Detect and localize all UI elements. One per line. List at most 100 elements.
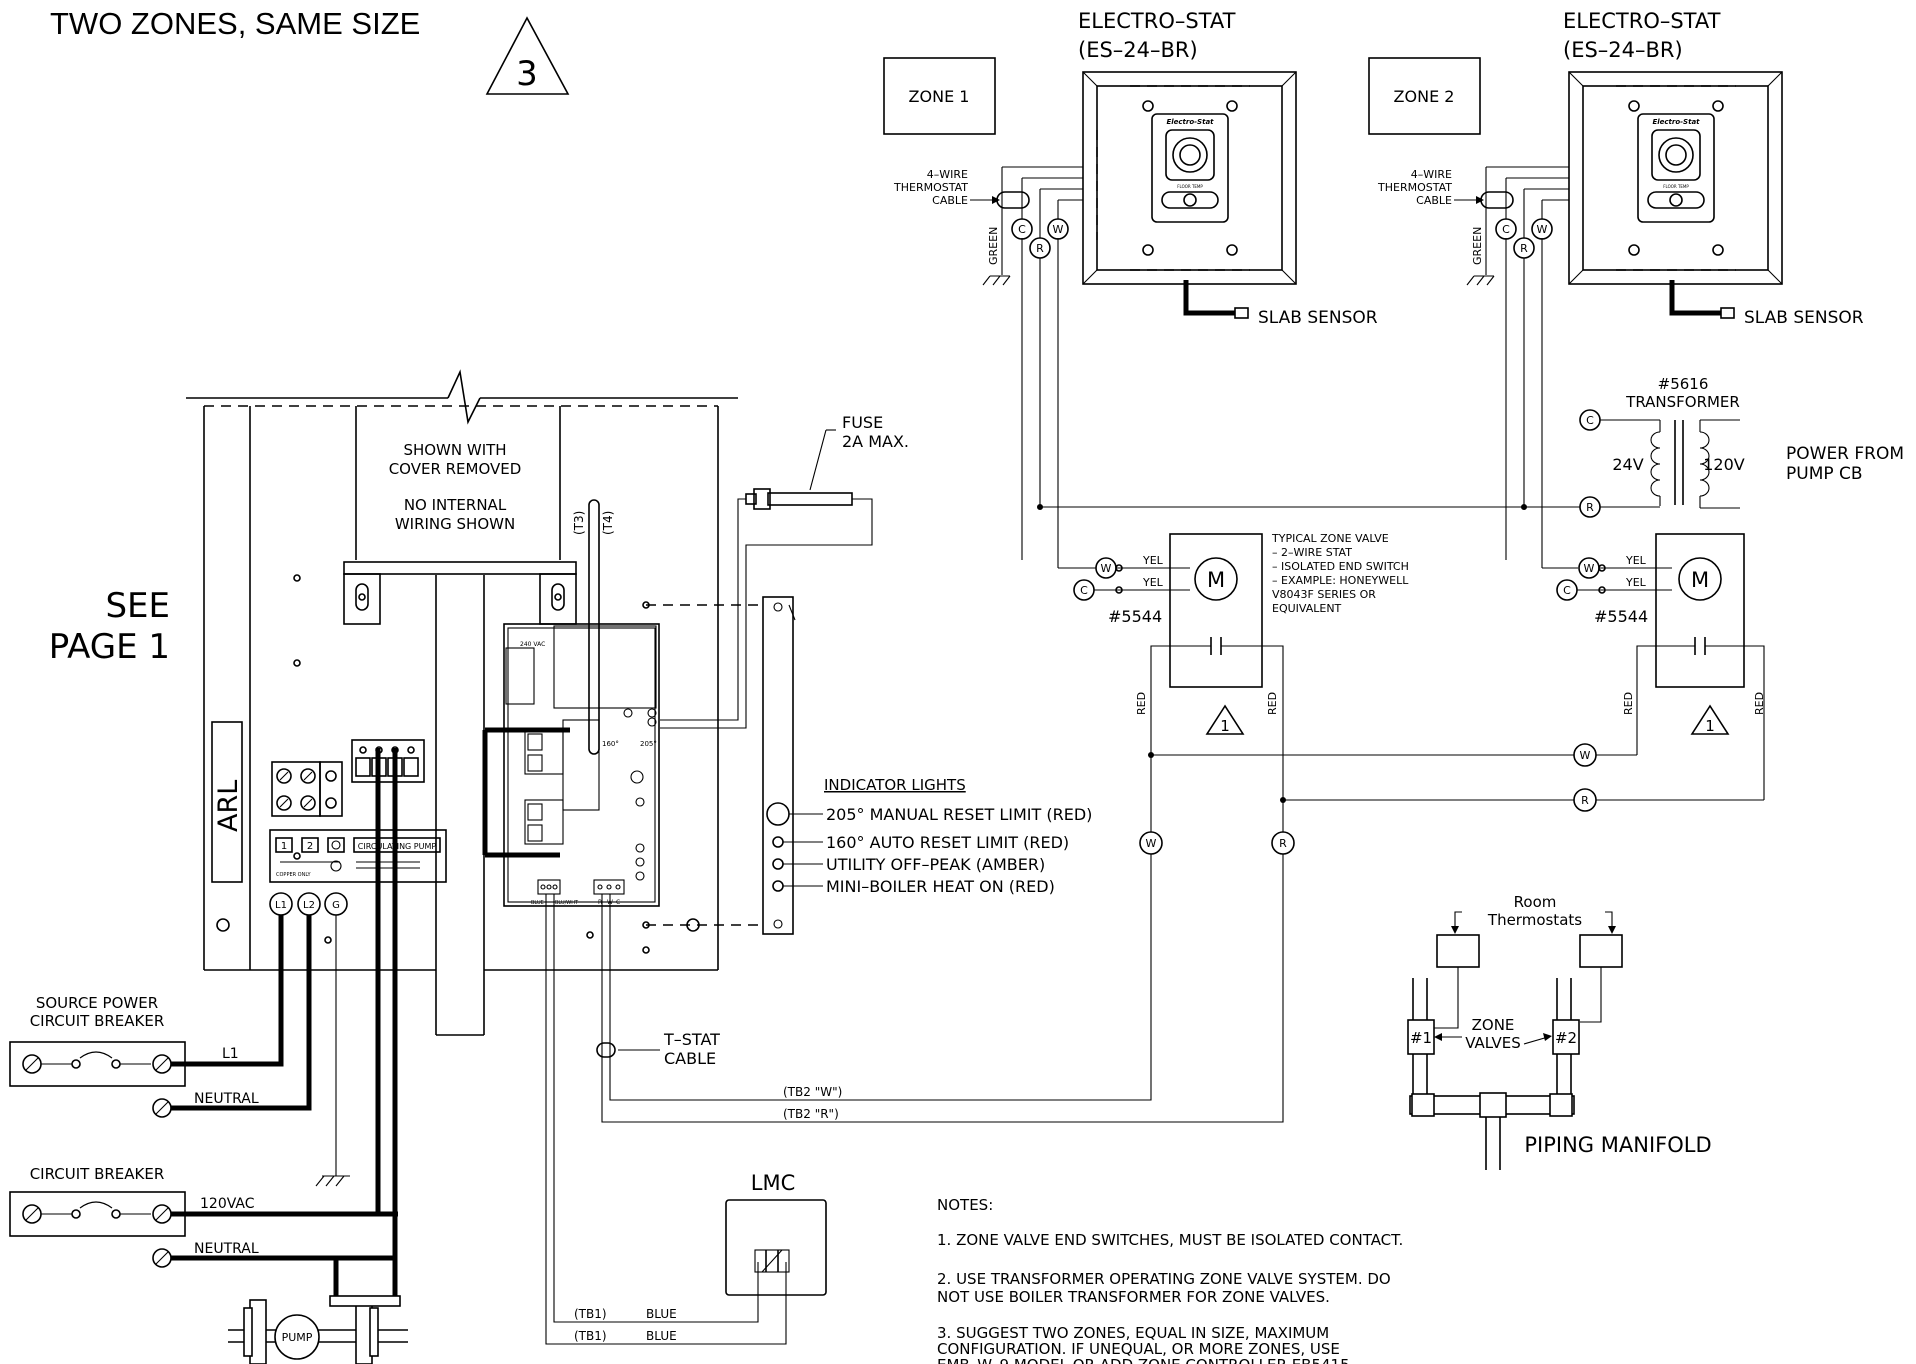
svg-text:2A MAX.: 2A MAX. — [842, 432, 909, 451]
zone-2-label: ZONE 2 — [1394, 87, 1455, 106]
note-3: 3. SUGGEST TWO ZONES, EQUAL IN SIZE, MAX… — [937, 1324, 1329, 1342]
svg-text:RED: RED — [1753, 692, 1766, 715]
svg-text:BLUE: BLUE — [646, 1307, 677, 1321]
power-from-pump-cb: POWER FROM — [1786, 444, 1904, 464]
svg-text:205°: 205° — [640, 740, 657, 748]
svg-text:YEL: YEL — [1625, 576, 1647, 589]
tb2-r-label: (TB2 "R") — [783, 1107, 839, 1121]
indicator-160-auto: 160° AUTO RESET LIMIT (RED) — [826, 833, 1069, 852]
svg-text:W: W — [1580, 749, 1591, 762]
svg-text:R: R — [1036, 242, 1044, 255]
svg-text:ZONE: ZONE — [1472, 1016, 1515, 1034]
svg-text:– ISOLATED END SWITCH: – ISOLATED END SWITCH — [1272, 560, 1409, 573]
neutral-label-1: NEUTRAL — [194, 1091, 259, 1107]
svg-text:L1: L1 — [275, 900, 287, 911]
svg-text:RED: RED — [1266, 692, 1279, 715]
svg-text:CONFIGURATION. IF UNEQUAL, OR: CONFIGURATION. IF UNEQUAL, OR MORE ZONES… — [937, 1340, 1340, 1358]
control-board: 240 VAC 160° 205° BLUE BLU/WHT R W C — [482, 623, 660, 907]
svg-text:24V: 24V — [1612, 455, 1643, 474]
pump-circuit-breaker — [9, 1191, 186, 1237]
svg-text:CIRCUIT BREAKER: CIRCUIT BREAKER — [30, 1012, 165, 1030]
svg-text:4–WIRE: 4–WIRE — [1411, 168, 1452, 181]
electrostat-zone-1: ELECTRO–STAT (ES–24–BR) Electro-Stat FLO… — [1078, 9, 1378, 328]
svg-text:THERMOSTAT: THERMOSTAT — [893, 181, 968, 194]
tstat-cable-label: T–STAT — [663, 1030, 720, 1049]
electrostat-2-line1: ELECTRO–STAT — [1563, 9, 1721, 33]
svg-text:LMC: LMC — [751, 1171, 795, 1195]
svg-text:W: W — [1101, 562, 1112, 575]
svg-text:M: M — [1691, 568, 1709, 592]
svg-text:R: R — [1586, 501, 1594, 514]
svg-text:YEL: YEL — [1625, 554, 1647, 567]
notes-title: NOTES: — [937, 1196, 993, 1214]
svg-text:#5544: #5544 — [1594, 607, 1648, 626]
t3-label: (T3) — [572, 511, 586, 535]
green-wire-2: GREEN — [1471, 227, 1484, 265]
lmc-relay: LMC — [725, 1171, 827, 1296]
tb1-label-1: (TB1) — [574, 1307, 607, 1321]
svg-text:PUMP CB: PUMP CB — [1786, 464, 1863, 484]
t4-label: (T4) — [601, 511, 615, 535]
slab-sensor-1-label: SLAB SENSOR — [1258, 308, 1378, 328]
svg-text:COVER REMOVED: COVER REMOVED — [389, 460, 522, 478]
svg-text:PUMP: PUMP — [282, 1331, 313, 1344]
svg-text:YEL: YEL — [1142, 554, 1164, 567]
svg-text:C: C — [1018, 223, 1026, 236]
svg-text:PAGE 1: PAGE 1 — [49, 627, 170, 667]
arl-label: ARL — [213, 780, 244, 832]
svg-text:– 2–WIRE STAT: – 2–WIRE STAT — [1272, 546, 1352, 559]
transformer-5616: #5616 TRANSFORMER C 24V 120V — [1579, 375, 1745, 509]
svg-text:C: C — [1502, 223, 1510, 236]
electrostat-zone-2: ELECTRO–STAT (ES–24–BR) Electro-Stat FLO… — [1563, 9, 1864, 328]
svg-text:W: W — [1537, 223, 1548, 236]
circuit-breaker-label: CIRCUIT BREAKER — [30, 1165, 165, 1183]
indicator-utility: UTILITY OFF–PEAK (AMBER) — [826, 855, 1045, 874]
neutral-label-2: NEUTRAL — [194, 1241, 259, 1257]
svg-text:R: R — [1581, 794, 1589, 807]
svg-text:M: M — [1207, 568, 1225, 592]
svg-text:BLU/WHT: BLU/WHT — [555, 900, 579, 906]
indicator-lights-title: INDICATOR LIGHTS — [824, 776, 966, 794]
svg-text:CABLE: CABLE — [932, 194, 968, 207]
zone-valve-2: W C YEL YEL M #5544 RED RED 1 — [1556, 533, 1766, 735]
zone-2-thermostat-cable: 4–WIRE THERMOSTAT CABLE GREEN C R W — [1377, 166, 1569, 286]
note-2: 2. USE TRANSFORMER OPERATING ZONE VALVE … — [937, 1270, 1391, 1288]
svg-text:EQUIVALENT: EQUIVALENT — [1272, 602, 1342, 615]
source-breaker-label-1: SOURCE POWER — [36, 994, 158, 1012]
cover-note-1: SHOWN WITH — [403, 441, 506, 459]
zone-valve-note: TYPICAL ZONE VALVE — [1271, 532, 1389, 545]
slab-sensor-2-label: SLAB SENSOR — [1744, 308, 1864, 328]
svg-text:WIRING SHOWN: WIRING SHOWN — [395, 515, 515, 533]
svg-text:120V: 120V — [1703, 455, 1745, 474]
svg-text:W: W — [1584, 562, 1595, 575]
diagram-title: TWO ZONES, SAME SIZE — [50, 6, 420, 41]
electrostat-2-brand: Electro-Stat — [1652, 118, 1700, 126]
source-power-breaker — [9, 1041, 186, 1087]
svg-text:#2: #2 — [1555, 1029, 1577, 1047]
svg-text:#5544: #5544 — [1108, 607, 1162, 626]
svg-text:BLUE: BLUE — [531, 900, 544, 906]
svg-text:C: C — [1080, 584, 1088, 597]
svg-text:C: C — [616, 899, 620, 906]
svg-text:L2: L2 — [303, 900, 315, 911]
svg-text:CABLE: CABLE — [664, 1049, 716, 1068]
note-1: 1. ZONE VALVE END SWITCHES, MUST BE ISOL… — [937, 1231, 1403, 1249]
svg-text:RED: RED — [1622, 692, 1635, 715]
notes: NOTES: 1. ZONE VALVE END SWITCHES, MUST … — [937, 1196, 1403, 1364]
svg-text:W: W — [1146, 837, 1157, 850]
svg-text:C: C — [1586, 414, 1594, 427]
svg-text:R: R — [598, 899, 602, 906]
circulating-pump: PUMP — [228, 1295, 408, 1364]
tb2-w-label: (TB2 "W") — [783, 1085, 842, 1099]
svg-text:FLOOR TEMP: FLOOR TEMP — [1177, 184, 1203, 189]
svg-text:2: 2 — [307, 841, 313, 852]
svg-text:W: W — [1053, 223, 1064, 236]
indicator-panel — [646, 596, 796, 935]
electrostat-1-line1: ELECTRO–STAT — [1078, 9, 1236, 33]
piping-manifold: Room Thermostats #1 #2 ZONE VALVES PIPIN… — [1407, 893, 1712, 1170]
svg-text:V8043F SERIES OR: V8043F SERIES OR — [1272, 588, 1376, 601]
terminal-block: 1 2 CIRCULATING PUMP COPPER ONLY L1 L2 G — [269, 739, 447, 916]
svg-text:CABLE: CABLE — [1416, 194, 1452, 207]
svg-text:Thermostats: Thermostats — [1487, 911, 1582, 929]
